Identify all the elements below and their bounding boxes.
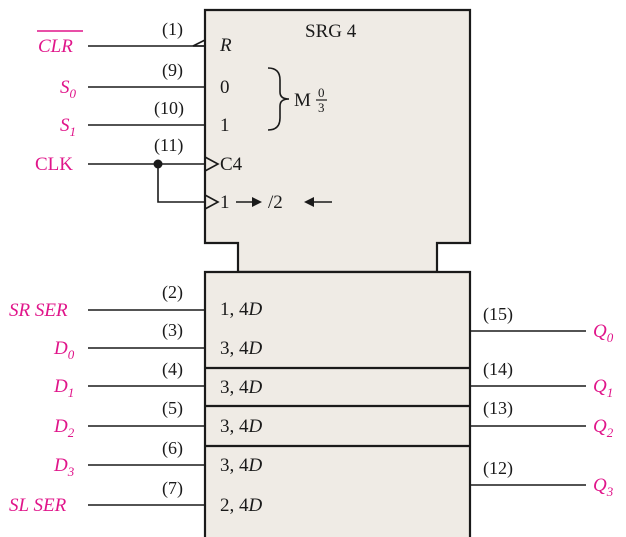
output-row-q0: (15) Q0 <box>470 304 614 345</box>
input-pin-text: 3, 4D <box>220 377 263 398</box>
mode-numerator: 0 <box>318 85 325 100</box>
clr-pin-text: R <box>219 35 232 56</box>
output-label: Q1 <box>593 376 613 400</box>
s1-pin-text: 1 <box>220 115 230 136</box>
s0-label: S0 <box>60 77 77 101</box>
input-pin-text: 2, 4D <box>220 495 263 516</box>
input-label: SL SER <box>9 495 67 516</box>
mode-brace <box>267 67 290 131</box>
output-row-q3: (12) Q3 <box>470 458 614 499</box>
input-pin-text: 3, 4D <box>220 338 263 359</box>
s0-pin-number: (9) <box>162 60 183 81</box>
clk-pin-number: (11) <box>154 135 183 156</box>
shift-left-text: /2 <box>268 192 283 213</box>
mode-denominator: 3 <box>318 100 325 115</box>
register-block <box>203 270 472 537</box>
input-pin-number: (7) <box>162 478 183 499</box>
input-pin-text: 1, 4D <box>220 299 263 320</box>
input-pin-number: (5) <box>162 398 183 419</box>
input-pin-number: (2) <box>162 282 183 303</box>
s1-label: S1 <box>60 115 76 139</box>
clk-dynamic-indicator <box>204 156 220 172</box>
input-label: SR SER <box>9 300 68 321</box>
input-pin-text: 3, 4D <box>220 416 263 437</box>
output-label: Q0 <box>593 321 614 345</box>
output-pin-number: (13) <box>483 398 513 419</box>
input-label: D2 <box>53 416 75 440</box>
output-label: Q3 <box>593 475 614 499</box>
clr-pin-number: (1) <box>162 19 183 40</box>
input-row-sl-ser: SL SER (7) 2, 4D <box>9 478 263 516</box>
input-pin-number: (6) <box>162 438 183 459</box>
input-label: D1 <box>53 376 74 400</box>
output-pin-number: (14) <box>483 359 513 380</box>
input-pin-number: (4) <box>162 359 183 380</box>
input-row-sr-ser: SR SER (2) 1, 4D <box>9 282 263 321</box>
block-title: SRG 4 <box>305 21 357 42</box>
input-row-d3: D3 (6) 3, 4D <box>53 438 263 479</box>
output-label: Q2 <box>593 416 614 440</box>
output-pin-number: (12) <box>483 458 513 479</box>
s0-pin-text: 0 <box>220 77 230 98</box>
right-arrowhead-icon <box>252 197 262 207</box>
clk-branch-wire <box>157 164 205 203</box>
input-row-d1: D1 (4) 3, 4D <box>53 359 263 400</box>
left-arrowhead-icon <box>304 197 314 207</box>
input-pin-text: 3, 4D <box>220 455 263 476</box>
control-block <box>203 8 472 274</box>
clk-pin-text: C4 <box>220 154 243 175</box>
shift-dynamic-indicator <box>204 194 220 210</box>
input-label: D0 <box>53 338 75 362</box>
output-pin-number: (15) <box>483 304 513 325</box>
input-pin-number: (3) <box>162 320 183 341</box>
s1-pin-number: (10) <box>154 98 184 119</box>
clk-label: CLK <box>35 154 73 175</box>
input-row-d2: D2 (5) 3, 4D <box>53 398 263 440</box>
shift-right-text: 1 <box>220 192 230 213</box>
input-label: D3 <box>53 455 75 479</box>
input-row-d0: D0 (3) 3, 4D <box>53 320 263 362</box>
clr-active-low-indicator <box>192 39 206 47</box>
mode-label: M <box>294 90 311 111</box>
clr-label: CLR <box>38 36 73 57</box>
output-row-q1: (14) Q1 <box>470 359 613 400</box>
output-row-q2: (13) Q2 <box>470 398 614 440</box>
